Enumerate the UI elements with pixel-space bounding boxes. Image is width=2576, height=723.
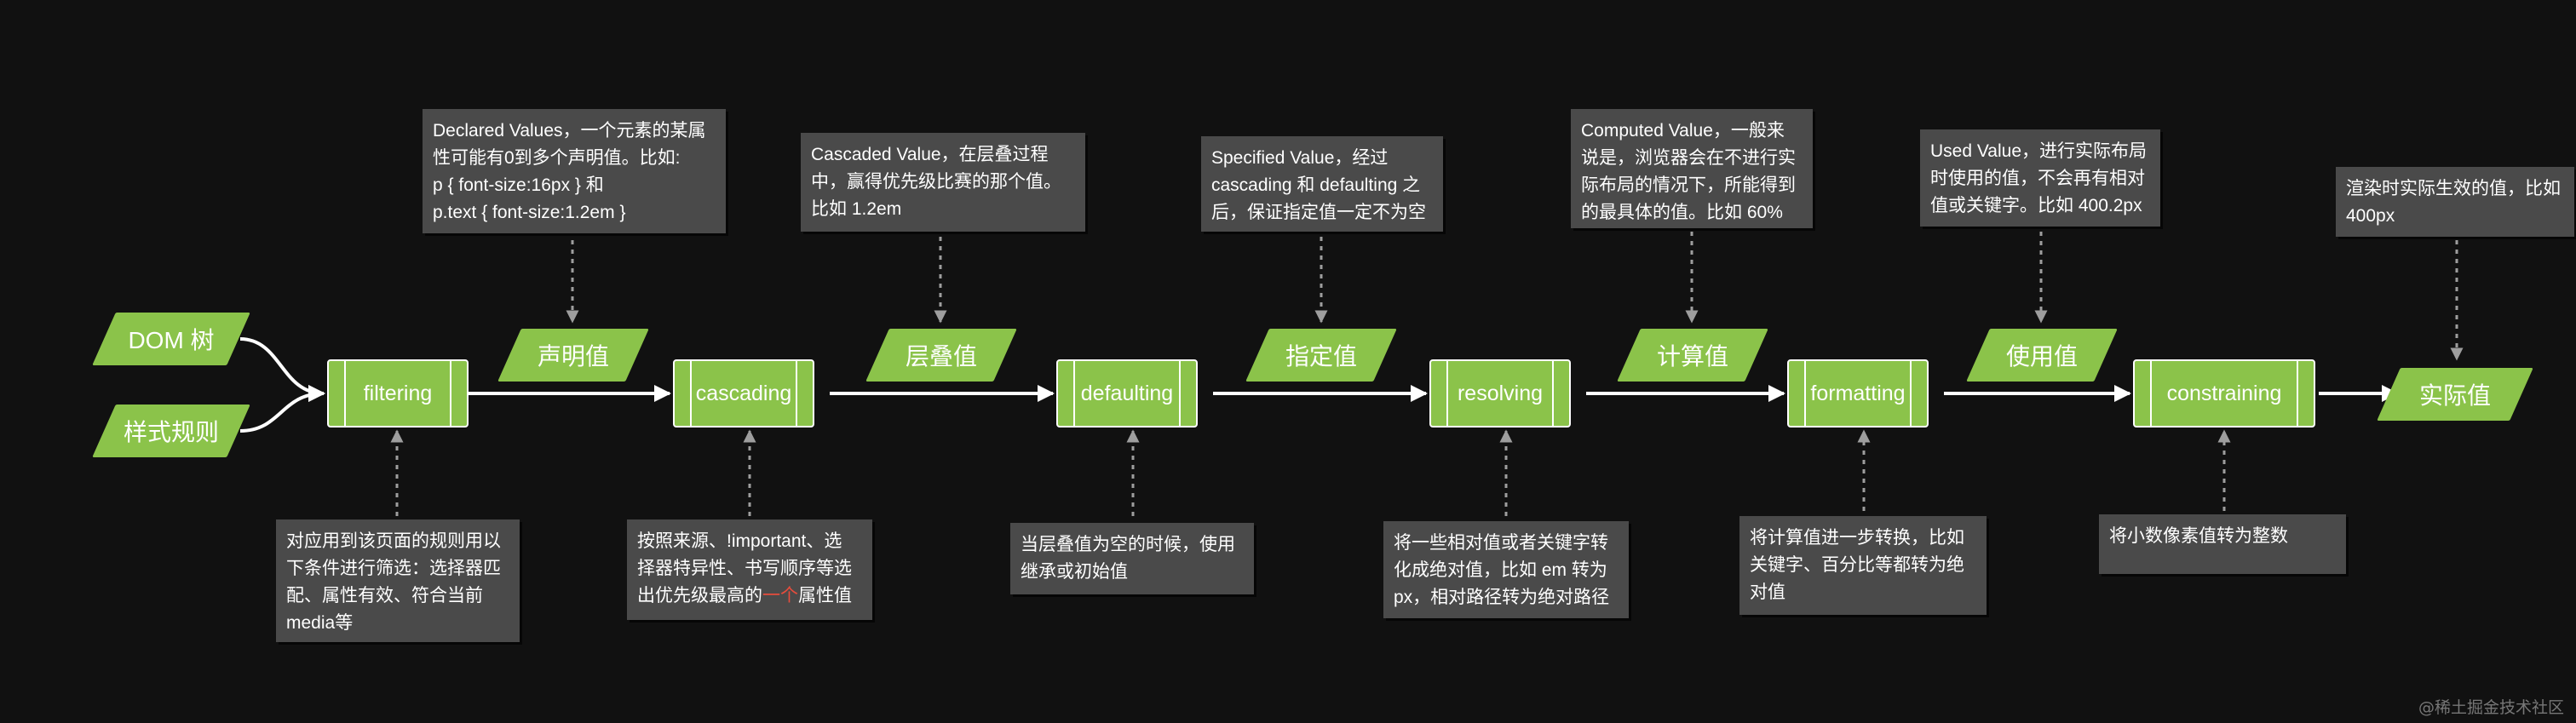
- note-actual-line1: 渲染时实际生效的值，比如: [2346, 179, 2561, 198]
- note-resolving-line2: 化成绝对值，比如 em 转为: [1394, 560, 1607, 580]
- note-constraining: 将小数像素值转为整数: [2099, 514, 2346, 574]
- value-used: 使用值: [1966, 329, 2118, 382]
- step-filtering-label: filtering: [363, 381, 433, 405]
- value-declared-label: 声明值: [537, 343, 609, 370]
- note-cascaded-line3: 比如 1.2em: [811, 199, 902, 219]
- step-resolving-label: resolving: [1457, 381, 1544, 405]
- note-filtering-line4: media等: [286, 613, 354, 633]
- step-resolving: resolving: [1429, 359, 1571, 427]
- note-defaulting: 当层叠值为空的时候，使用 继承或初始值: [1010, 523, 1254, 594]
- note-formatting-line2: 关键字、百分比等都转为绝: [1750, 555, 1964, 575]
- value-actual-label: 实际值: [2418, 382, 2491, 409]
- note-cascading-line3-a: 出优先级最高的: [637, 586, 762, 605]
- step-cascading: cascading: [673, 359, 814, 427]
- input-dom-tree-label: DOM 树: [128, 327, 215, 353]
- note-declared-line4: p.text { font-size:1.2em }: [433, 203, 626, 222]
- note-cascading-line1: 按照来源、!important、选: [637, 531, 842, 551]
- note-computed-line2: 说是，浏览器会在不进行实: [1581, 148, 1796, 168]
- value-cascaded: 层叠值: [865, 329, 1017, 382]
- step-defaulting: defaulting: [1056, 359, 1198, 427]
- note-filtering: 对应用到该页面的规则用以 下条件进行筛选：选择器匹 配、属性有效、符合当前 me…: [276, 519, 520, 642]
- note-declared-values: Declared Values，一个元素的某属 性可能有0到多个声明值。比如: …: [423, 109, 726, 233]
- note-used-line3: 值或关键字。比如 400.2px: [1930, 196, 2142, 215]
- note-resolving-line3: px，相对路径转为绝对路径: [1394, 588, 1610, 607]
- note-formatting-line1: 将计算值进一步转换，比如: [1750, 528, 1964, 548]
- value-specified-label: 指定值: [1285, 343, 1357, 370]
- value-used-label: 使用值: [2005, 343, 2078, 370]
- step-constraining-label: constraining: [2166, 381, 2282, 405]
- note-cascading-line2: 择器特异性、书写顺序等选: [637, 559, 852, 578]
- arrow-dom-to-filtering: [239, 337, 325, 402]
- note-filtering-line2: 下条件进行筛选：选择器匹: [286, 559, 501, 578]
- note-declared-line3: p { font-size:16px } 和: [433, 175, 604, 195]
- step-cascading-label: cascading: [695, 381, 792, 405]
- note-cascading-line3: 出优先级最高的一个属性值: [637, 582, 862, 610]
- note-computed-line1: Computed Value，一般来: [1581, 121, 1785, 141]
- value-computed-label: 计算值: [1656, 343, 1728, 370]
- note-resolving-line1: 将一些相对值或者关键字转: [1394, 533, 1608, 553]
- note-formatting-line3: 对值: [1750, 582, 1785, 602]
- note-defaulting-line1: 当层叠值为空的时候，使用: [1021, 535, 1235, 554]
- note-cascading: 按照来源、!important、选 择器特异性、书写顺序等选 出优先级最高的一个…: [627, 519, 872, 620]
- watermark: @稀土掘金技术社区: [2418, 698, 2564, 717]
- note-formatting: 将计算值进一步转换，比如 关键字、百分比等都转为绝 对值: [1739, 516, 1987, 615]
- step-filtering: filtering: [327, 359, 469, 427]
- value-actual: 实际值: [2377, 368, 2533, 421]
- note-cascading-line3-highlight: 一个: [762, 586, 798, 605]
- note-constraining-line1: 将小数像素值转为整数: [2109, 526, 2288, 546]
- input-style-rules-label: 样式规则: [123, 419, 219, 445]
- value-declared: 声明值: [497, 329, 649, 382]
- value-cascaded-label: 层叠值: [905, 343, 977, 370]
- note-filtering-line1: 对应用到该页面的规则用以: [286, 531, 501, 551]
- note-actual-value: 渲染时实际生效的值，比如 400px: [2336, 167, 2574, 237]
- step-constraining: constraining: [2133, 359, 2315, 427]
- note-specified-line3: 后，保证指定值一定不为空: [1211, 203, 1426, 222]
- value-computed: 计算值: [1617, 329, 1768, 382]
- note-actual-line2: 400px: [2346, 206, 2395, 226]
- note-filtering-line3: 配、属性有效、符合当前: [286, 586, 483, 605]
- note-specified-line1: Specified Value，经过: [1211, 148, 1389, 168]
- note-resolving: 将一些相对值或者关键字转 化成绝对值，比如 em 转为 px，相对路径转为绝对路…: [1383, 521, 1629, 618]
- step-formatting-label: formatting: [1810, 381, 1906, 405]
- note-cascading-line3-b: 属性值: [798, 586, 852, 605]
- note-computed-line4: 的最具体的值。比如 60%: [1581, 203, 1783, 222]
- note-cascaded-value: Cascaded Value，在层叠过程 中，赢得优先级比赛的那个值。 比如 1…: [801, 133, 1085, 232]
- arrow-style-to-filtering: [239, 385, 325, 433]
- note-specified-value: Specified Value，经过 cascading 和 defaultin…: [1201, 136, 1443, 232]
- note-used-line1: Used Value，进行实际布局: [1930, 141, 2148, 161]
- input-dom-tree: DOM 树: [92, 313, 250, 365]
- note-computed-line3: 际布局的情况下，所能得到: [1581, 175, 1796, 195]
- note-used-line2: 时使用的值，不会再有相对: [1930, 169, 2145, 188]
- note-computed-value: Computed Value，一般来 说是，浏览器会在不进行实 际布局的情况下，…: [1571, 109, 1813, 228]
- note-declared-line1: Declared Values，一个元素的某属: [433, 121, 706, 141]
- input-style-rules: 样式规则: [92, 405, 250, 457]
- value-specified: 指定值: [1245, 329, 1397, 382]
- note-cascaded-line2: 中，赢得优先级比赛的那个值。: [811, 172, 1061, 192]
- step-formatting: formatting: [1787, 359, 1929, 427]
- note-declared-line2: 性可能有0到多个声明值。比如:: [433, 148, 681, 168]
- note-specified-line2: cascading 和 defaulting 之: [1211, 175, 1421, 195]
- note-used-value: Used Value，进行实际布局 时使用的值，不会再有相对 值或关键字。比如 …: [1920, 129, 2160, 227]
- note-cascaded-line1: Cascaded Value，在层叠过程: [811, 145, 1049, 164]
- note-defaulting-line2: 继承或初始值: [1021, 562, 1128, 582]
- step-defaulting-label: defaulting: [1080, 381, 1174, 405]
